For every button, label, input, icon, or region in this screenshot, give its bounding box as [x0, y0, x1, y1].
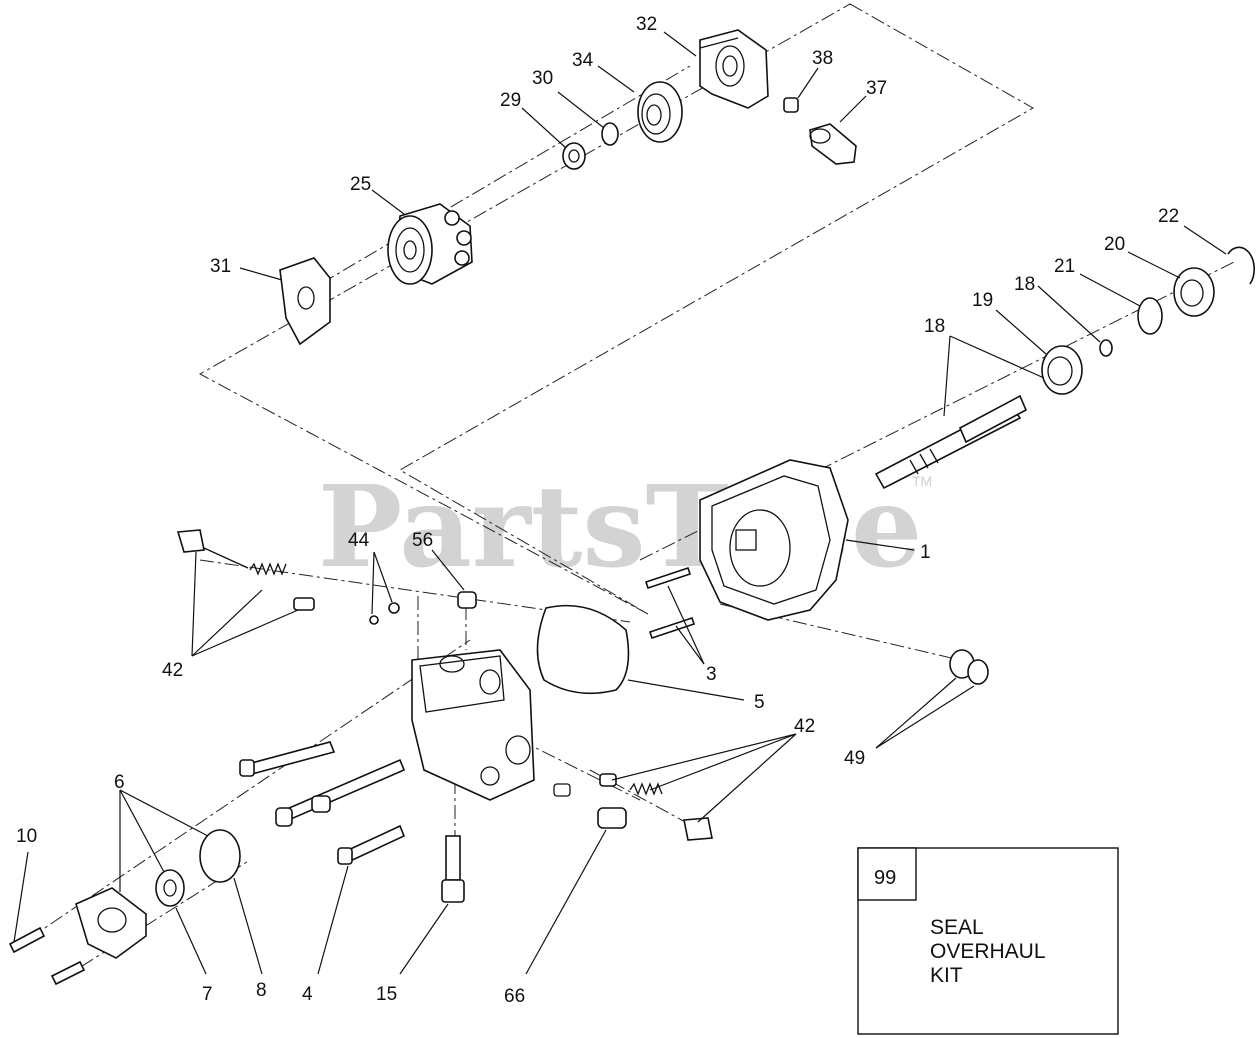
part-18-retaining-ring[interactable] — [1099, 339, 1113, 357]
callout-10: 10 — [16, 826, 37, 847]
callout-29: 29 — [500, 90, 521, 111]
callout-3: 3 — [706, 664, 717, 685]
kit-label-line-1: SEAL — [930, 916, 984, 939]
kit-box[interactable]: 99 SEAL OVERHAUL KIT — [857, 847, 1119, 1035]
leader-lines — [13, 31, 1227, 975]
part-42-left-valve[interactable] — [176, 529, 315, 611]
callout-18-ring: 18 — [1014, 274, 1035, 295]
part-21-ring[interactable] — [1137, 297, 1163, 335]
callout-66: 66 — [504, 986, 525, 1007]
part-charge-rods[interactable] — [275, 758, 406, 827]
kit-number-cell — [857, 847, 917, 901]
part-66-plug[interactable] — [553, 783, 627, 829]
part-1-main-housing[interactable] — [699, 459, 849, 621]
callout-49: 49 — [844, 748, 865, 769]
callout-56: 56 — [412, 530, 433, 551]
part-center-section-block[interactable] — [411, 649, 535, 801]
callout-22: 22 — [1158, 206, 1179, 227]
part-30-o-ring[interactable] — [601, 122, 619, 146]
part-5-gasket[interactable] — [536, 604, 630, 695]
callout-30: 30 — [532, 68, 553, 89]
watermark-trademark: TM — [912, 473, 932, 489]
part-20-bearing[interactable] — [1173, 267, 1215, 317]
part-3-dowel-pins[interactable] — [644, 566, 696, 640]
callout-38: 38 — [812, 48, 833, 69]
callout-42-right: 42 — [794, 716, 815, 737]
part-37-lever-shaft[interactable] — [809, 123, 857, 165]
callout-labels: 32 38 37 34 30 29 25 31 22 20 21 18 19 1… — [16, 14, 1179, 1007]
callout-32: 32 — [636, 14, 657, 35]
part-38-plug[interactable] — [783, 97, 799, 113]
callout-21: 21 — [1054, 256, 1075, 277]
callout-42-left: 42 — [162, 660, 183, 681]
kit-label-line-2: OVERHAUL — [930, 940, 1046, 963]
part-18-input-shaft[interactable] — [874, 394, 1028, 490]
callout-19: 19 — [972, 290, 993, 311]
part-25-cylinder-block[interactable] — [387, 203, 473, 285]
callout-34: 34 — [572, 50, 594, 71]
part-22-snap-ring[interactable] — [1227, 246, 1255, 285]
part-6-cover[interactable] — [75, 887, 147, 959]
part-31-swash-plate[interactable] — [279, 257, 331, 346]
callout-44: 44 — [348, 530, 370, 551]
callout-15: 15 — [376, 984, 397, 1005]
callout-37: 37 — [866, 78, 887, 99]
part-7-filter[interactable] — [155, 869, 185, 907]
part-56-plug[interactable] — [457, 591, 477, 609]
part-4-bolts[interactable] — [239, 741, 406, 865]
callout-20: 20 — [1104, 234, 1125, 255]
callout-6: 6 — [114, 772, 125, 793]
part-10-screws[interactable] — [8, 926, 86, 986]
kit-number: 99 — [874, 867, 896, 889]
callout-8: 8 — [256, 980, 267, 1001]
callout-31: 31 — [210, 256, 231, 277]
part-15-fitting[interactable] — [441, 835, 465, 903]
callout-1: 1 — [920, 542, 931, 563]
callout-25: 25 — [350, 174, 371, 195]
callout-4: 4 — [302, 984, 313, 1005]
part-19-bearing[interactable] — [1041, 345, 1083, 395]
part-29-bushing[interactable] — [562, 142, 586, 170]
callout-18-shaft: 18 — [924, 316, 945, 337]
part-42-right-valve[interactable] — [599, 773, 713, 841]
part-8-o-ring[interactable] — [199, 829, 241, 883]
kit-label-line-3: KIT — [930, 964, 963, 987]
part-44-pin[interactable] — [369, 602, 400, 625]
part-49-seal[interactable] — [949, 649, 989, 685]
part-32-end-cover[interactable] — [699, 29, 769, 109]
callout-5: 5 — [754, 692, 765, 713]
callout-7: 7 — [202, 984, 213, 1005]
part-34-seal[interactable] — [637, 81, 683, 143]
